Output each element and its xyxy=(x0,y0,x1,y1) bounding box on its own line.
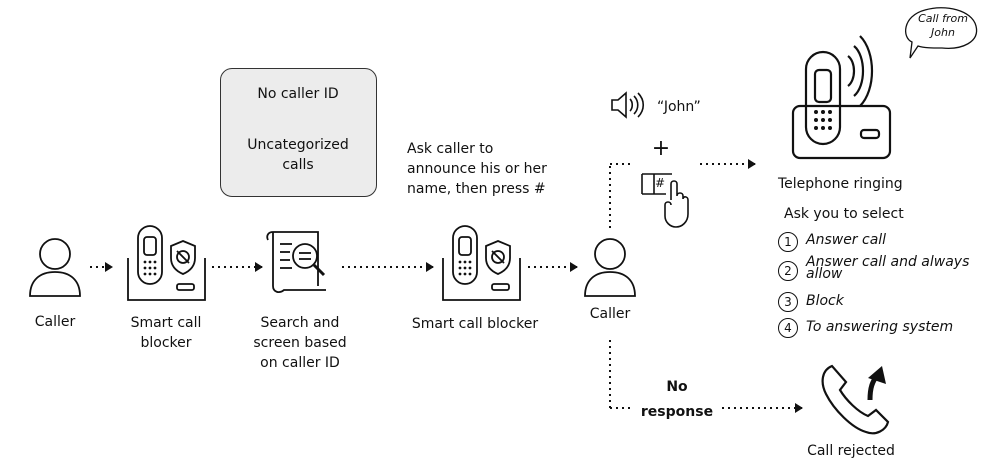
plus-sign: + xyxy=(651,136,671,161)
keypad-press-icon xyxy=(641,173,689,228)
search-document-icon xyxy=(266,231,326,293)
ringing-phone-icon xyxy=(791,35,892,160)
option-number-3: 3 xyxy=(778,292,798,312)
caller-icon xyxy=(584,238,636,297)
no-caller-id-text: No caller ID xyxy=(257,86,339,102)
option-number-1: 1 xyxy=(778,232,798,252)
ask-you-to-select-label: Ask you to select xyxy=(784,206,904,222)
smart-call-blocker-icon xyxy=(442,225,521,301)
option-answer-call: Answer call xyxy=(806,232,887,248)
caller-label: Caller xyxy=(34,314,76,330)
speaker-icon xyxy=(611,91,645,119)
option-number-4: 4 xyxy=(778,318,798,338)
john-quote: “John” xyxy=(657,99,701,115)
caller-icon xyxy=(29,238,81,297)
option-to-answering-system: To answering system xyxy=(806,319,954,335)
call-rejected-label: Call rejected xyxy=(807,443,895,459)
option-block: Block xyxy=(806,293,844,309)
flow-connector xyxy=(609,163,632,228)
smart-call-blocker-icon xyxy=(127,225,206,301)
option-number-2: 2 xyxy=(778,261,798,281)
rejected-call-icon xyxy=(821,364,890,435)
caller-label: Caller xyxy=(589,306,631,322)
smart-call-blocker-label: Smart call blocker xyxy=(411,316,539,332)
telephone-ringing-label: Telephone ringing xyxy=(778,176,903,192)
hash-key: # xyxy=(654,176,666,190)
speech-bubble xyxy=(905,7,978,59)
flow-connector xyxy=(609,340,632,409)
